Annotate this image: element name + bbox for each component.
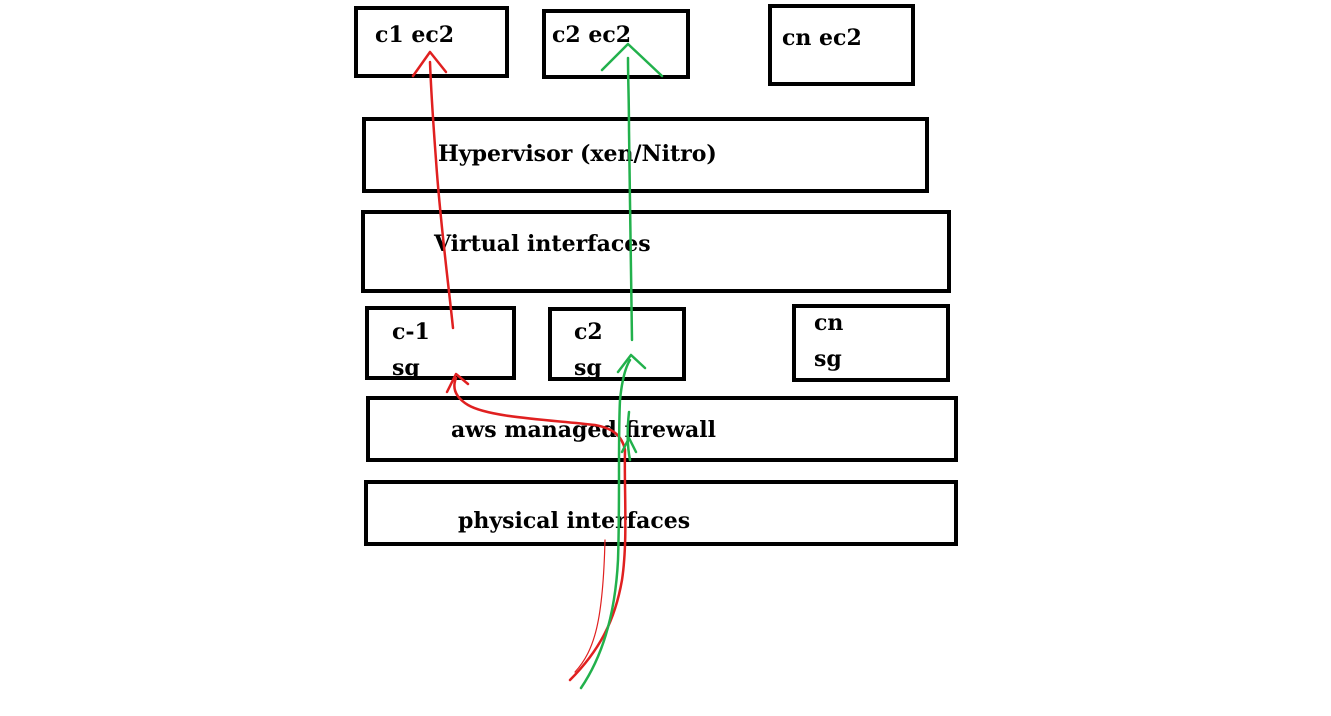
firewall-layer (366, 396, 958, 462)
cn-sg-box (792, 304, 950, 382)
cn-sg-label: cn sg (814, 310, 844, 372)
c1-sg-label: c-1 sg (392, 319, 430, 381)
virtual-interfaces-layer (361, 210, 951, 293)
hypervisor-layer (362, 117, 929, 193)
c1-sg-box (365, 306, 516, 380)
physical-interfaces-layer (364, 480, 958, 546)
c2-ec2-label: c2 ec2 (552, 22, 632, 48)
hypervisor-label: Hypervisor (xen/Nitro) (438, 141, 717, 167)
firewall-label: aws managed firewall (451, 417, 716, 443)
virtual-interfaces-label: Virtual interfaces (434, 231, 651, 257)
c1-ec2-label: c1 ec2 (375, 22, 455, 48)
c1-path-thin (574, 539, 606, 673)
physical-interfaces-label: physical interfaces (458, 508, 691, 534)
c2-path-upper (626, 56, 634, 342)
cn-ec2-box (768, 4, 915, 86)
c2-sg-label: c2 sg (574, 319, 603, 381)
cn-ec2-label: cn ec2 (782, 25, 862, 51)
c2-sg-box (548, 307, 686, 381)
